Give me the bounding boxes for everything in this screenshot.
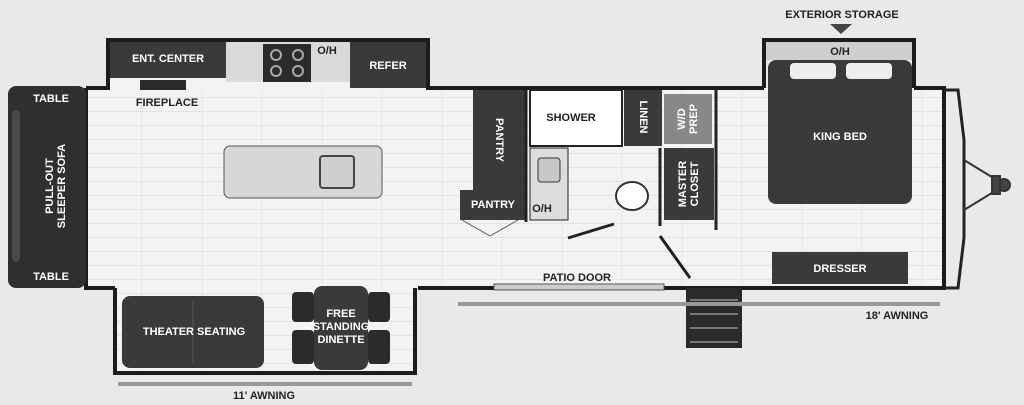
dinette-chair (368, 292, 390, 322)
fireplace-label: FIREPLACE (135, 97, 199, 109)
bath-sink (537, 157, 561, 183)
shower-label: SHOWER (546, 112, 596, 124)
sofa-label: PULL-OUT SLEEPER SOFA (44, 143, 68, 229)
theater-seating-label: THEATER SEATING (142, 326, 246, 338)
patio-door-label: PATIO DOOR (542, 272, 612, 284)
sofa (8, 86, 86, 288)
overhead-bedroom-label: O/H (830, 46, 850, 58)
shower-stall (529, 89, 623, 147)
pillow-left (790, 63, 836, 79)
front-cap (944, 88, 966, 290)
dinette-chair (292, 292, 314, 322)
wd-prep-label: W/D PREP (676, 104, 700, 134)
overhead-bath-label: O/H (532, 203, 552, 215)
entry-steps (686, 288, 742, 348)
table-bottom-label: TABLE (33, 271, 69, 283)
exterior-walls (84, 38, 946, 375)
pantry-door-swing (461, 219, 519, 237)
island-sink (319, 155, 355, 189)
wd-prep-cabinet (664, 94, 712, 144)
refer (350, 42, 426, 88)
dinette-label: FREE STANDING DINETTE (312, 308, 370, 346)
awning-18-label: 18' AWNING (865, 310, 929, 322)
linen-label: LINEN (637, 100, 649, 134)
storage-arrow (830, 24, 852, 34)
pantry-lower (460, 190, 526, 220)
master-closet (664, 148, 714, 220)
table-top-label: TABLE (33, 93, 69, 105)
kitchen-island (223, 145, 383, 199)
awning-11-label: 11' AWNING (232, 390, 296, 402)
exterior-storage-label: EXTERIOR STORAGE (785, 9, 899, 21)
refer-label: REFER (369, 60, 407, 72)
king-bed-label: KING BED (813, 131, 867, 143)
patio-door (493, 283, 665, 291)
dinette-chair (368, 330, 390, 364)
pantry-label: PANTRY (471, 199, 515, 211)
fireplace-unit (140, 80, 186, 90)
ent-center (110, 42, 226, 78)
stove-burners (270, 49, 304, 77)
exterior-storage-bay (766, 42, 912, 60)
overhead-kitchen-label: O/H (317, 45, 337, 57)
step-treads (690, 299, 738, 343)
linen-cabinet (624, 90, 662, 146)
toilet (615, 181, 649, 211)
pillow-right (846, 63, 892, 79)
dresser (772, 252, 908, 284)
pantry-cabinet (473, 90, 525, 190)
hitch (963, 159, 1011, 211)
stove (263, 44, 311, 82)
master-closet-label: MASTER CLOSET (677, 160, 701, 208)
dinette-chair (292, 330, 314, 364)
pantry-vertical-label: PANTRY (493, 118, 505, 162)
ent-center-label: ENT. CENTER (131, 53, 205, 65)
dresser-label: DRESSER (813, 263, 867, 275)
interior-walls (524, 88, 718, 279)
dinette-table (314, 286, 368, 370)
sofa-back (12, 110, 20, 262)
king-bed (768, 60, 912, 204)
